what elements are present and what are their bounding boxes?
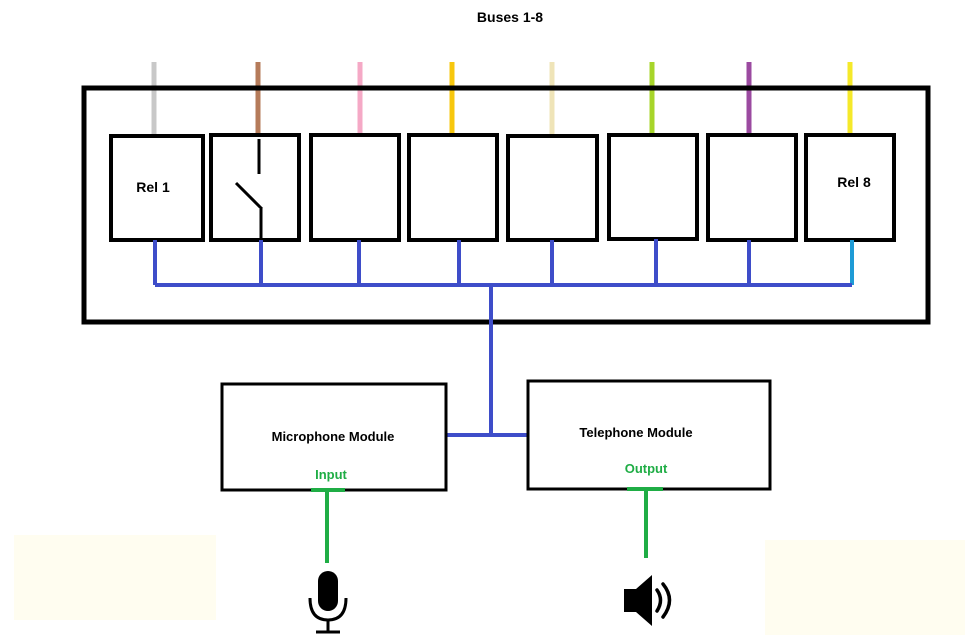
switch-symbol (234, 139, 264, 240)
telephone-module-label: Telephone Module (579, 425, 692, 440)
relay-8-label: Rel 8 (837, 174, 871, 190)
common-bus (153, 239, 854, 437)
diagram-title: Buses 1-8 (477, 9, 543, 25)
relay-5-box (506, 134, 599, 242)
microphone-icon (308, 571, 348, 634)
relay-7-box (706, 133, 798, 242)
relay-panel (81, 85, 931, 325)
telephone-module-box (526, 379, 772, 491)
pale-patch-left (14, 535, 216, 620)
relay-1-label: Rel 1 (136, 179, 170, 195)
microphone-module-box (220, 382, 448, 492)
bus-wires (151, 62, 853, 136)
relay-bank: Rel 1 Rel 8 (109, 133, 896, 242)
relay-6-box (607, 133, 699, 241)
microphone-input-label: Input (315, 467, 347, 482)
relay-8-box (804, 133, 896, 242)
relay-3-box (309, 133, 401, 242)
telephone-output-label: Output (625, 461, 668, 476)
relay-2-box (209, 133, 301, 242)
relay-4-box (407, 133, 499, 242)
pale-patch-right (765, 540, 965, 635)
microphone-module-label: Microphone Module (272, 429, 395, 444)
speaker-icon (624, 575, 672, 626)
